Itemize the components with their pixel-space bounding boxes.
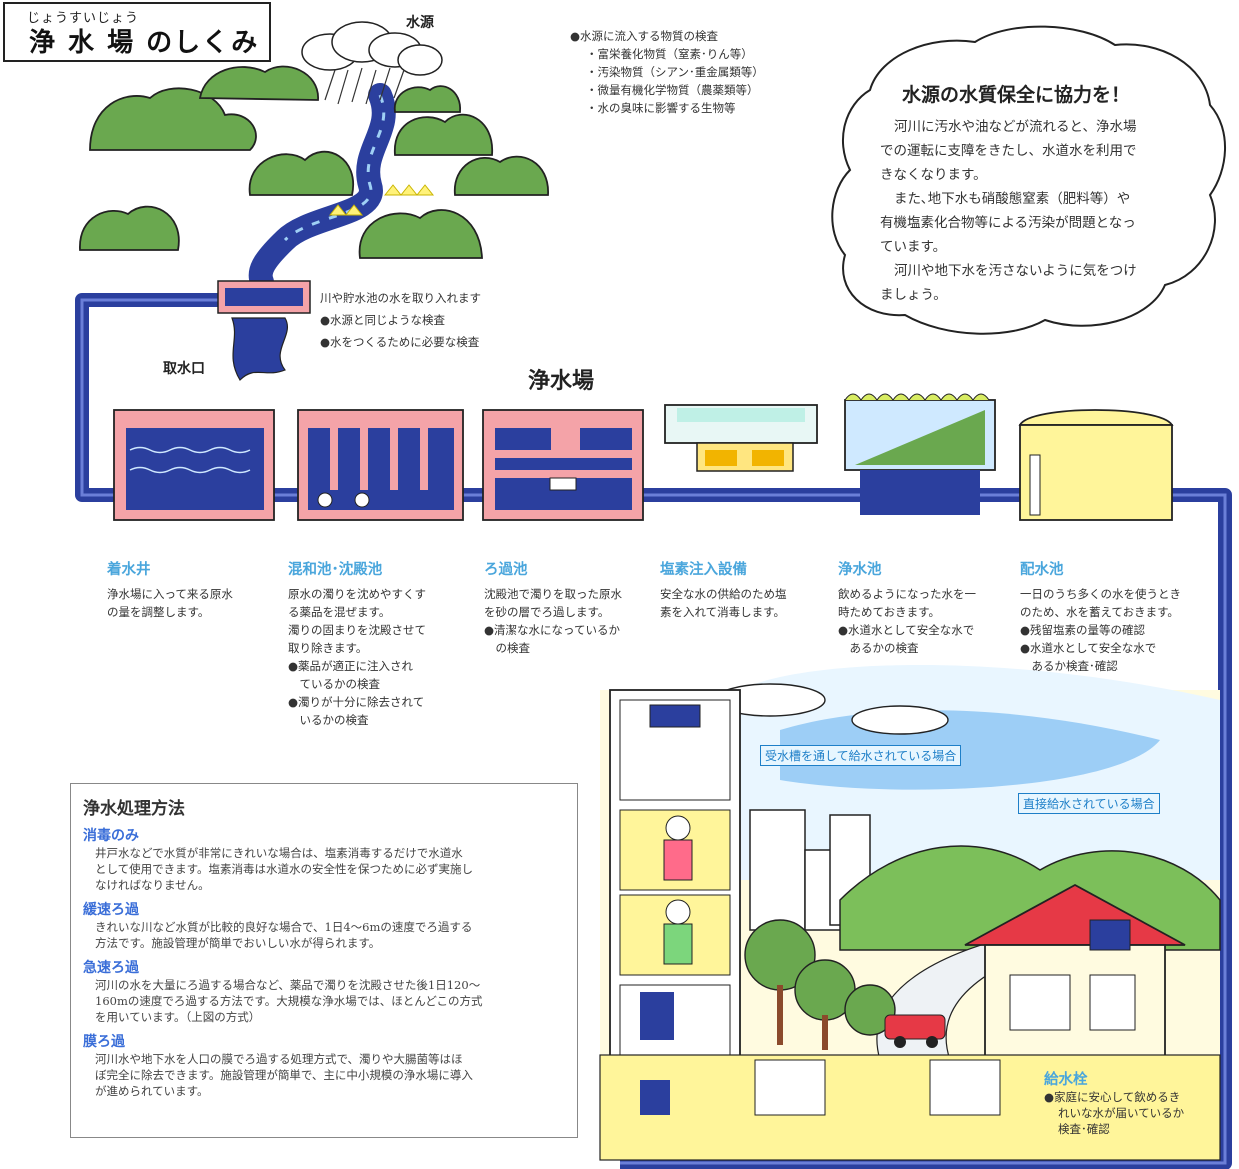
stage-line: 素を入れて消毒します。 [660,605,786,619]
bubble-line: また､地下水も硝酸態窒素（肥料等）や [894,191,1131,207]
stage-line: ●薬品が適正に注入され [288,659,414,673]
method-line: きれいな川など水質が比較的良好な場合で、1日4～6mの速度でろ過する [95,920,473,934]
method-line: 160mの速度でろ過する方法です。大規模な浄水場では、ほとんどこの方式 [95,994,483,1008]
method-name: 消毒のみ [83,828,139,844]
panel-title: 浄水処理方法 [83,799,185,819]
intake-structure [217,280,311,381]
stage-receiving-well [113,409,275,521]
stage-line: 安全な水の供給のため塩 [660,587,787,601]
method-name: 膜ろ過 [83,1034,125,1050]
title-ruby: じょうすいじょう [27,11,140,26]
stage-caption: 混和池･沈殿池 原水の濁りを沈めやすくす る薬品を混ぜます。 濁りの固まりを沈殿… [288,558,468,729]
intake-notes: 川や貯水池の水を取り入れます ●水源と同じような検査 ●水をつくるために必要な検… [320,289,481,351]
rain-cloud [301,21,443,76]
stage-line: 原水の濁りを沈めやすくす [288,587,426,601]
stage-caption: 塩素注入設備 安全な水の供給のため塩 素を入れて消毒します。 [660,558,835,621]
method-line: 河川水や地下水を人口の膜でろ過する処理方式で、濁りや大腸菌等はほ [95,1052,463,1066]
source-inspection-item: ・微量有機化学物質（農薬類等） [586,83,759,97]
bubble-line: きなくなります。 [880,167,987,183]
stage-distribution-reservoir [1018,409,1174,521]
stage-filtration [482,409,644,521]
source-inspection-item: ・富栄養化物質（窒素･りん等） [586,47,753,61]
label-source: 水源 [406,15,434,31]
page-title: 浄 水 場 のしくみ [29,28,260,58]
bubble-line: 有機塩素化合物等による汚染が問題となっ [880,215,1136,231]
stage-line: を砂の層でろ過します。 [484,605,610,619]
title-box: じょうすいじょう 浄 水 場 のしくみ [3,2,271,62]
stage-name: 配水池 [1020,562,1064,578]
stage-line: 濁りの固まりを沈殿させて [288,623,426,637]
method-name: 急速ろ過 [83,960,139,976]
method-line: として使用できます。塩素消毒は水道水の安全性を保つために必ず実施し [95,862,474,876]
stage-line: 浄水場に入って来る原水 [107,587,233,601]
stage-caption: 浄水池 飲めるようになった水を一 時ためておきます。 ●水道水として安全な水で … [838,558,1013,657]
stage-chlorine [664,404,818,472]
bubble-line: ています。 [880,239,947,255]
stage-name: 混和池･沈殿池 [288,562,383,578]
bubble-title: 水源の水質保全に協力を！ [902,84,1131,106]
faucet-caption: 給水栓 ●家庭に安心して飲めるき れいな水が届いているか 検査･確認 [1044,1068,1219,1137]
source-inspection: ●水源に流入する物質の検査 ・富栄養化物質（窒素･りん等） ・汚染物質（シアン･… [570,27,764,117]
method-line: 井戸水などで水質が非常にきれいな場合は、塩素消毒するだけで水道水 [95,846,463,860]
method-line: 河川の水を大量にろ過する場合など、薬品で濁りを沈殿させた後1日120～ [95,978,481,992]
stage-line: の量を調整します。 [107,605,210,619]
tree-hills [79,65,549,259]
stage-line: ●残留塩素の量等の確認 [1020,623,1146,637]
stage-line: ●清潔な水になっているか [484,623,620,637]
message-cloud [831,25,1227,335]
faucet-line: れいな水が届いているか [1058,1106,1185,1120]
stage-name: 浄水池 [838,562,882,578]
treatment-methods-panel: 浄水処理方法 消毒のみ 井戸水などで水質が非常にきれいな場合は、塩素消毒するだけ… [70,783,578,1138]
stage-caption: 着水井 浄水場に入って来る原水 の量を調整します。 [107,558,282,621]
intake-note: 川や貯水池の水を取り入れます [320,291,481,305]
stage-line: る薬品を混ぜます。 [288,605,391,619]
method-name: 緩速ろ過 [83,902,139,918]
stage-line: いるかの検査 [288,713,369,727]
stage-line: 沈殿池で濁りを取った原水 [484,587,622,601]
stage-name: ろ過池 [484,562,528,578]
stage-line: あるか検査･確認 [1020,659,1118,673]
method-line: なければなりません。 [95,878,210,892]
source-inspection-heading: ●水源に流入する物質の検査 [570,29,719,43]
stage-line: 飲めるようになった水を一 [838,587,976,601]
faucet-name: 給水栓 [1044,1072,1088,1088]
stage-mixing-settling [297,409,464,521]
intake-note: ●水源と同じような検査 [320,313,446,327]
stage-line: 取り除きます。 [288,641,368,655]
stage-line: ●水道水として安全な水で [1020,641,1157,655]
stage-caption: ろ過池 沈殿池で濁りを取った原水 を砂の層でろ過します。 ●清潔な水になっている… [484,558,659,657]
method-line: ぼ完全に除去できます。施設管理が簡単で、主に中小規模の浄水場に導入 [95,1068,473,1082]
source-inspection-item: ・汚染物質（シアン･重金属類等） [586,65,764,79]
stage-name: 着水井 [107,562,151,578]
stage-line: のため、水を蓄えておきます。 [1020,605,1179,619]
bubble-line: ましょう。 [880,287,947,303]
method-line: 方法です。施設管理が簡単でおいしい水が得られます。 [95,936,381,950]
stage-line: ているかの検査 [288,677,380,691]
label-plant: 浄水場 [528,369,595,394]
method-line: が進められています。 [95,1084,209,1098]
direct-supply-label: 直接給水されている場合 [1018,793,1160,814]
stage-line: 一日のうち多くの水を使うとき [1020,587,1181,601]
tank-supply-label: 受水槽を通して給水されている場合 [760,745,962,766]
stage-line: ●濁りが十分に除去されて [288,695,425,709]
stage-name: 塩素注入設備 [660,562,747,578]
stage-caption: 配水池 一日のうち多くの水を使うとき のため、水を蓄えておきます。 ●残留塩素の… [1020,558,1235,675]
label-intake: 取水口 [163,361,205,377]
stage-line: 時ためておきます。 [838,605,941,619]
intake-note: ●水をつくるために必要な検査 [320,335,480,349]
message-bubble: 水源の水質保全に協力を！ 河川に汚水や油などが流れると、浄水場 での運転に支障を… [880,80,1210,307]
method-line: を用いています。（上図の方式） [95,1010,261,1024]
bubble-line: 河川や地下水を汚さないように気をつけ [894,263,1137,279]
bubble-line: での運転に支障をきたし、水道水を利用で [880,143,1137,159]
stage-clear-well [844,393,996,515]
bubble-line: 河川に汚水や油などが流れると、浄水場 [894,119,1137,135]
stage-line: の検査 [484,641,530,655]
faucet-line: ●家庭に安心して飲めるき [1044,1090,1181,1104]
source-inspection-item: ・水の臭味に影響する生物等 [586,101,736,115]
faucet-line: 検査･確認 [1058,1122,1110,1136]
stage-line: ●水道水として安全な水で [838,623,975,637]
stage-line: あるかの検査 [838,641,919,655]
